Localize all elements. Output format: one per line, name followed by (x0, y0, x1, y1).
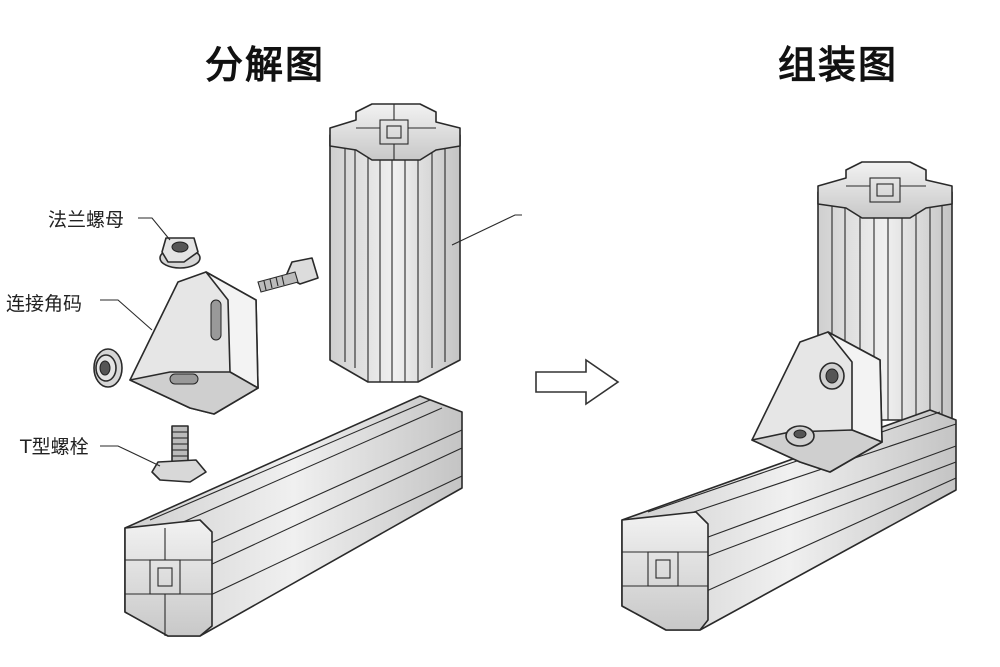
flange-nut-label: 法兰螺母 (48, 209, 125, 231)
assembled-view-title: 组装图 (778, 43, 899, 87)
t-bolt-upper (257, 257, 319, 293)
corner-bracket-exploded (129, 271, 259, 415)
corner-bracket-leader (100, 299, 153, 331)
t-bolt-label: T型螺栓 (20, 436, 89, 458)
flange-nut-leader (138, 217, 171, 241)
flange-nut-left (93, 348, 123, 388)
vertical-profile-exploded (329, 103, 461, 383)
corner-bracket-assembled (751, 331, 883, 473)
t-bolt-leader (100, 445, 161, 467)
t-bolt-lower (151, 425, 207, 483)
horizontal-profile-assembled (621, 409, 957, 631)
arrow-icon (535, 358, 620, 406)
horizontal-profile-exploded (124, 395, 463, 637)
exploded-view-title: 分解图 (205, 43, 326, 87)
corner-bracket-label: 连接角码 (6, 293, 83, 315)
vertical-profile-leader (451, 214, 522, 246)
flange-nut-top (159, 237, 201, 269)
